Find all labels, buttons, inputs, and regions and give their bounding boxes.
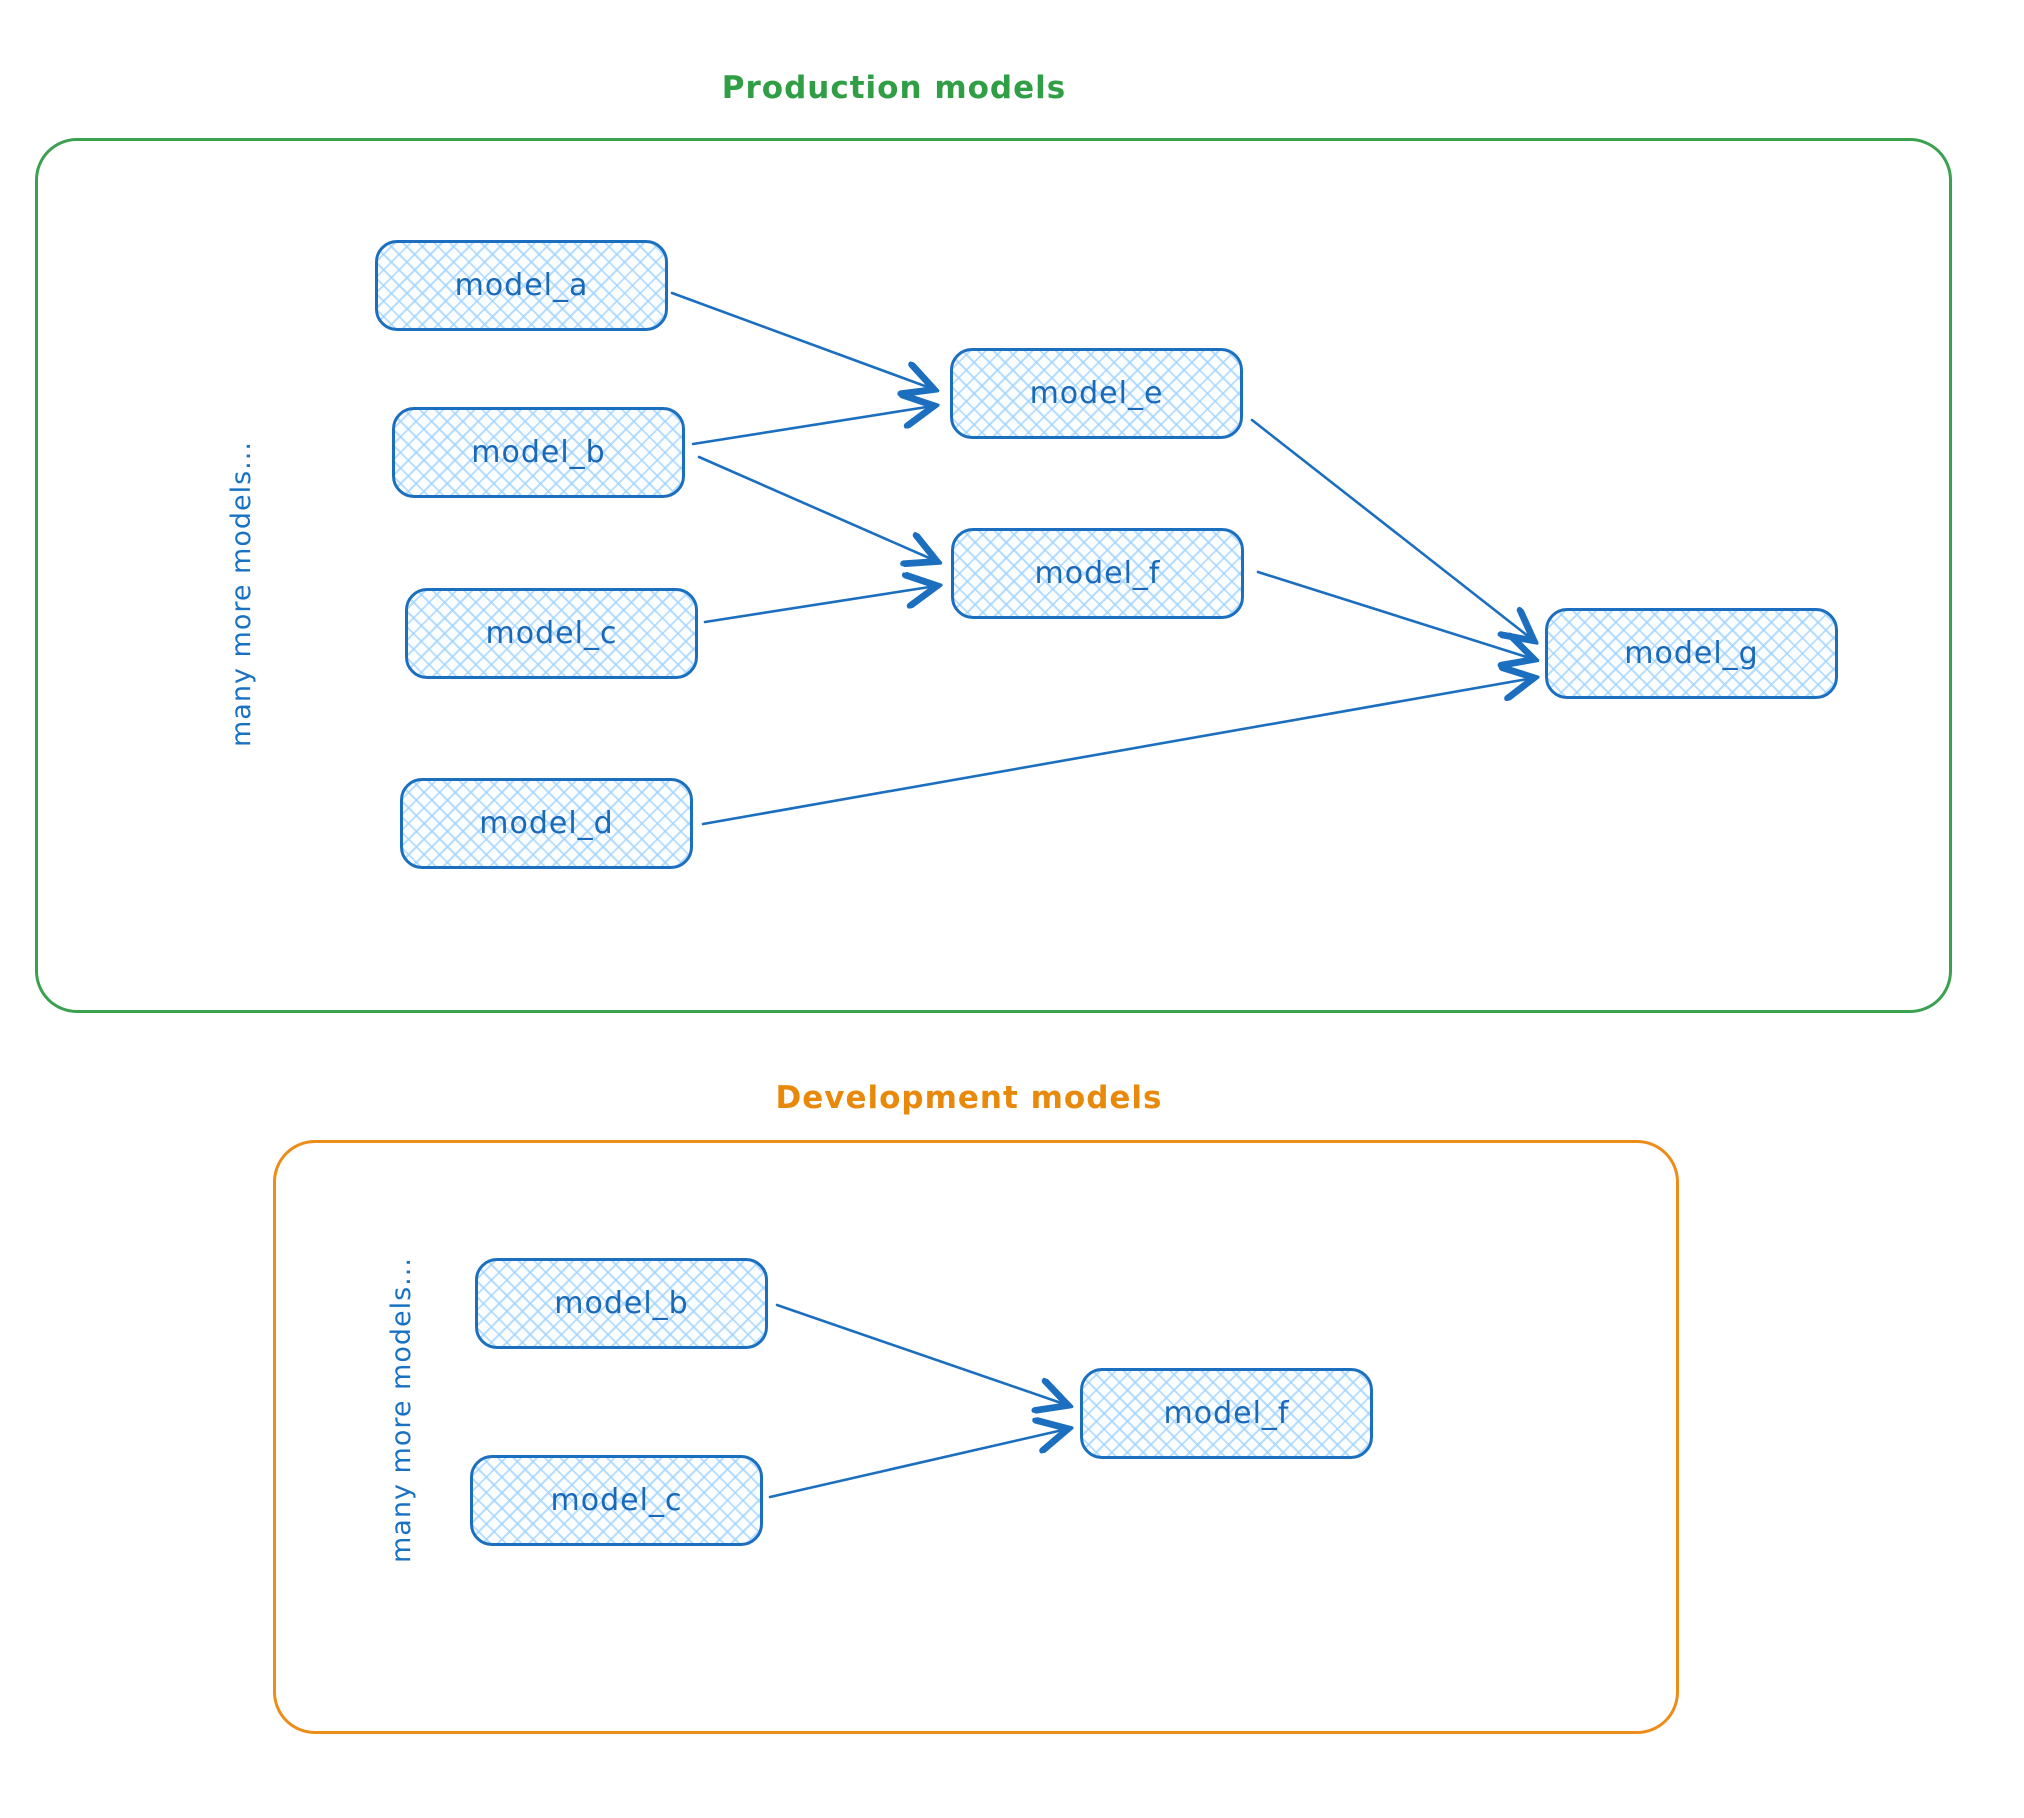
node-label: model_b bbox=[471, 435, 606, 470]
node-label: model_d bbox=[479, 806, 614, 841]
production-side-label: many more models... bbox=[226, 441, 257, 747]
node-label: model_e bbox=[1029, 376, 1164, 411]
node-label: model_b bbox=[554, 1286, 689, 1321]
node-model_c: model_c bbox=[405, 588, 698, 679]
production-container bbox=[35, 138, 1952, 1013]
node-label: model_f bbox=[1163, 1396, 1290, 1431]
node-label: model_g bbox=[1624, 636, 1759, 671]
node-model_g: model_g bbox=[1545, 608, 1838, 699]
node-label: model_f bbox=[1034, 556, 1161, 591]
node-model_d: model_d bbox=[400, 778, 693, 869]
node-dev-model_c: model_c bbox=[470, 1455, 763, 1546]
node-model_a: model_a bbox=[375, 240, 668, 331]
node-model_b: model_b bbox=[392, 407, 685, 498]
production-section-title: Production models bbox=[721, 70, 1067, 106]
node-label: model_a bbox=[454, 268, 589, 303]
node-label: model_c bbox=[550, 1483, 683, 1518]
development-side-label: many more models... bbox=[386, 1257, 417, 1563]
node-dev-model_f: model_f bbox=[1080, 1368, 1373, 1459]
development-section-title: Development models bbox=[775, 1080, 1163, 1116]
node-model_f: model_f bbox=[951, 528, 1244, 619]
development-container bbox=[273, 1140, 1679, 1734]
node-label: model_c bbox=[485, 616, 618, 651]
node-dev-model_b: model_b bbox=[475, 1258, 768, 1349]
node-model_e: model_e bbox=[950, 348, 1243, 439]
